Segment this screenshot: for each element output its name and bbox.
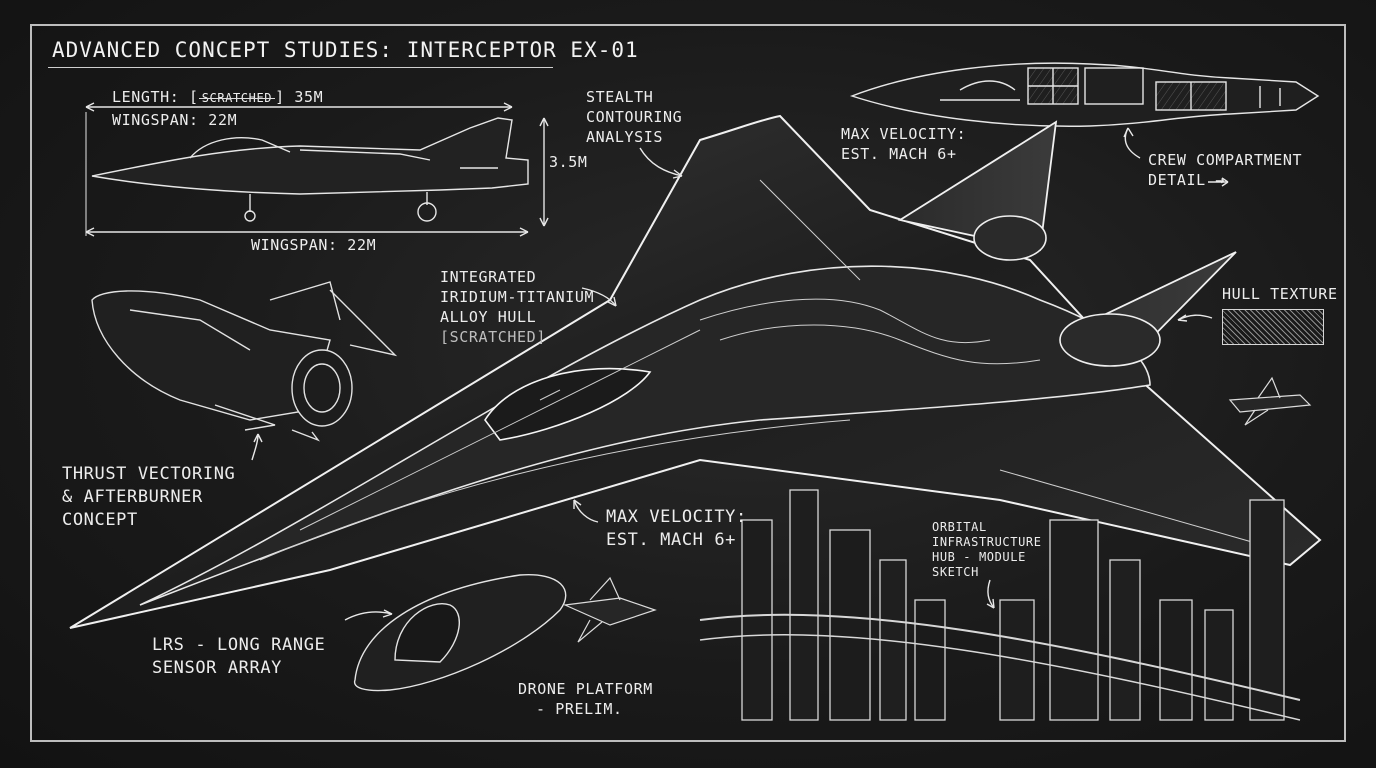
drone-platform-callout: Drone Platform - Prelim. — [518, 679, 653, 719]
lrs-sensor-callout: LRS - Long Range Sensor Array — [152, 634, 325, 680]
callout-line: Alloy Hull — [440, 308, 537, 326]
callout-line: Integrated — [440, 268, 537, 286]
callout-line: - Prelim. — [536, 700, 623, 718]
callout-line: Orbital — [932, 520, 987, 534]
wingspan-bottom-label: Wingspan: 22m — [251, 236, 377, 254]
sheet-border — [30, 24, 1346, 742]
crew-compartment-callout: Crew Compartment Detail → — [1148, 150, 1302, 190]
max-velocity-top-callout: Max Velocity: Est. Mach 6+ — [841, 124, 966, 164]
callout-line: Sketch — [932, 565, 979, 579]
callout-line: Sensor Array — [152, 658, 283, 678]
callout-line: Analysis — [586, 128, 664, 146]
interceptor-main-view — [69, 114, 1322, 629]
side-profile-view — [85, 102, 549, 237]
callout-line: Drone Platform — [518, 680, 653, 698]
length-struck-note: Scratched — [198, 88, 276, 108]
callout-line: Est. Mach 6+ — [606, 530, 737, 550]
stealth-callout: Stealth Contouring Analysis — [586, 87, 682, 147]
orbital-hub-callout: Orbital Infrastructure Hub - Module Sket… — [932, 520, 1042, 580]
callout-line: & Afterburner — [62, 487, 203, 507]
callout-line: Thrust Vectoring — [62, 464, 236, 484]
wingspan-top-label: Wingspan: 22m — [112, 111, 238, 129]
max-velocity-mid-callout: Max Velocity: Est. Mach 6+ — [606, 506, 747, 552]
length-dimension-label: Length: [Scratched] 35m — [112, 88, 324, 108]
callout-line: Infrastructure — [932, 535, 1042, 549]
callout-line: Max Velocity: — [606, 507, 747, 527]
sensor-array-sketch — [353, 574, 567, 692]
hull-material-callout: Integrated Iridium-Titanium Alloy Hull [… — [440, 267, 594, 347]
length-value: 35m — [294, 88, 324, 106]
callout-line: Detail → — [1148, 171, 1226, 189]
hull-material-note-text: Scratched — [449, 328, 537, 346]
thrust-vectoring-callout: Thrust Vectoring & Afterburner Concept — [62, 463, 235, 532]
callout-arrows — [251, 127, 1229, 621]
drone-sketch — [562, 576, 657, 643]
orbital-hub-sketch — [699, 489, 1301, 721]
length-prefix: Length: — [112, 88, 190, 106]
hull-texture-callout: Hull Texture — [1222, 285, 1338, 303]
callout-line: LRS - Long Range — [152, 635, 326, 655]
callout-line: Hub - Module — [932, 550, 1026, 564]
small-jet-sketch — [1228, 376, 1312, 426]
callout-line: Est. Mach 6+ — [841, 145, 957, 163]
hull-material-note: [Scratched] — [440, 328, 546, 346]
callout-line: Crew Compartment — [1148, 151, 1303, 169]
callout-line: Stealth — [586, 88, 654, 106]
title-underline — [48, 67, 553, 68]
thrust-vectoring-sketch — [91, 281, 398, 442]
hull-texture-swatch — [1222, 309, 1324, 345]
crew-compartment-cutaway — [849, 62, 1320, 127]
height-dimension-label: 3.5m — [549, 153, 588, 171]
callout-line: Iridium-Titanium — [440, 288, 595, 306]
sheet-title: Advanced Concept Studies: Interceptor EX… — [52, 38, 639, 62]
callout-line: Max Velocity: — [841, 125, 967, 143]
callout-line: Concept — [62, 510, 138, 530]
callout-line: Contouring — [586, 108, 683, 126]
